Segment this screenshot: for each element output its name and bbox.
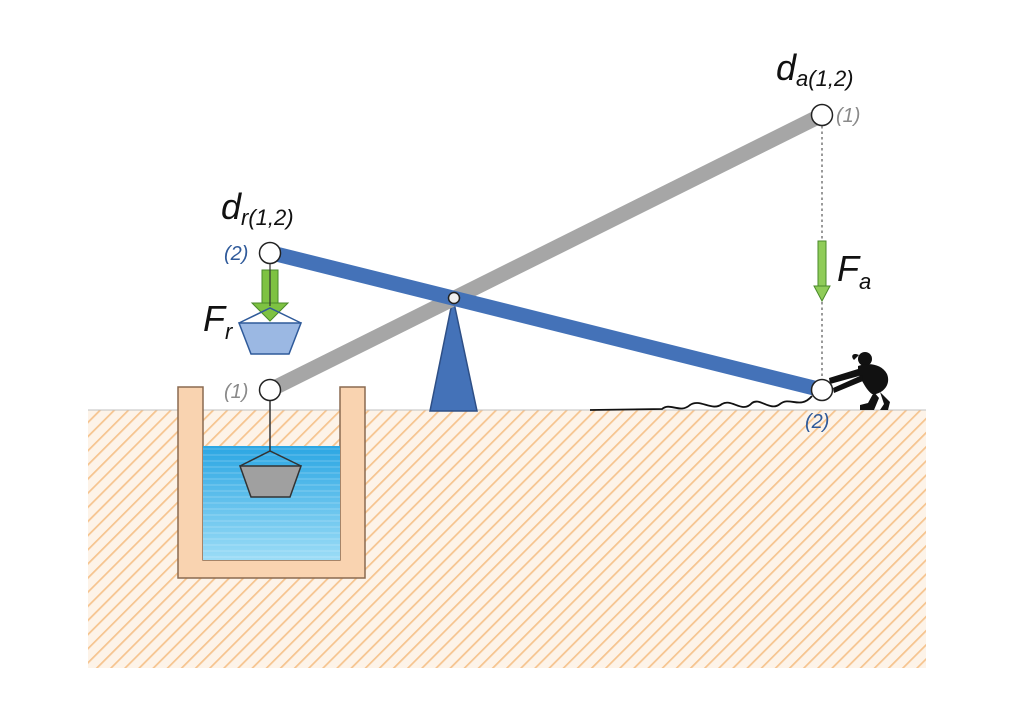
- endpoint-applied-pos2: [810, 378, 834, 402]
- fulcrum-post: [429, 297, 478, 412]
- bucket-icon: [238, 450, 303, 498]
- position-label-1-applied: (1): [836, 105, 860, 127]
- bucket-raised: [237, 264, 303, 355]
- lever-position-1: [266, 108, 826, 397]
- label-fa: Fa: [837, 248, 871, 294]
- label-dr: dr(1,2): [221, 186, 294, 230]
- rope: [589, 395, 813, 411]
- pivot-joint-icon: [447, 291, 461, 305]
- well-wall: [177, 386, 366, 579]
- well: [177, 386, 366, 579]
- position-label-2-applied: (2): [805, 411, 829, 433]
- endpoint-resistance-pos1: [258, 378, 282, 402]
- person-pulling-icon: [829, 352, 890, 410]
- bucket-submerged: [238, 465, 303, 498]
- label-fr: Fr: [203, 298, 234, 344]
- endpoint-applied-pos1: [810, 103, 834, 127]
- lever-position-2: [266, 244, 824, 398]
- endpoint-resistance-pos2: [258, 241, 282, 265]
- applied-force-arrow: [813, 240, 831, 303]
- bucket-submerged-handle: [239, 450, 302, 467]
- well-water-texture: [203, 446, 340, 560]
- position-label-2-resistance: (2): [224, 243, 248, 265]
- label-da: da(1,2): [776, 47, 854, 91]
- position-label-1-resistance: (1): [224, 381, 248, 403]
